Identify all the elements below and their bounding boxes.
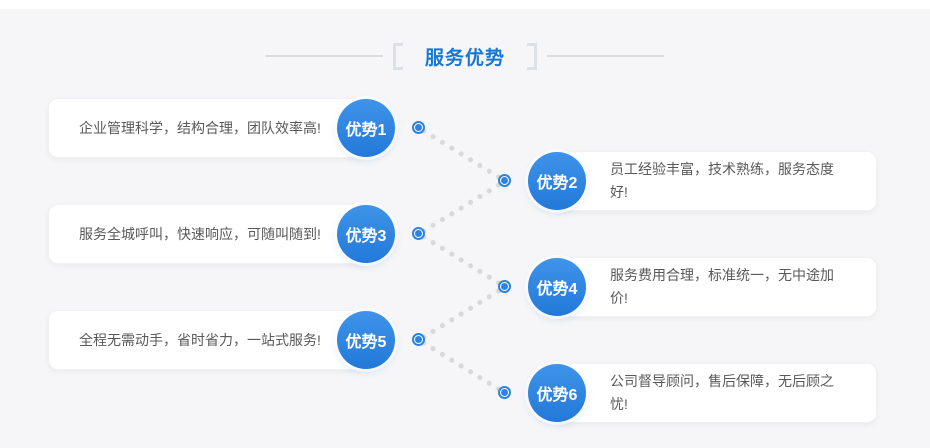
- advantage-text: 服务全城呼叫，快速响应，可随叫随到!: [79, 225, 321, 242]
- advantage-card-4: 服务费用合理，标准统一，无中途加价!: [555, 257, 877, 317]
- ring-dot-icon: [498, 386, 511, 399]
- advantage-text: 公司督导顾问，售后保障，无后顾之忧!: [610, 373, 834, 412]
- advantage-text: 全程无需动手，省时省力，一站式服务!: [79, 331, 321, 348]
- advantage-badge-5: 优势5: [337, 311, 395, 369]
- advantage-text: 员工经验丰富，技术熟练，服务态度好!: [610, 161, 834, 200]
- title-bracket-left-icon: [392, 42, 403, 70]
- section-title: 服务优势: [0, 40, 930, 72]
- ring-dot-icon: [412, 333, 425, 346]
- advantage-badge-4: 优势4: [528, 258, 586, 316]
- section-title-text: 服务优势: [424, 47, 505, 69]
- advantage-card-2: 员工经验丰富，技术熟练，服务态度好!: [555, 151, 877, 211]
- title-divider-line-left: [265, 55, 383, 57]
- title-divider-line-right: [547, 55, 664, 57]
- advantage-card-1: 企业管理科学，结构合理，团队效率高!: [48, 98, 368, 158]
- title-bracket-right-icon: [527, 42, 537, 70]
- advantage-badge-3: 优势3: [337, 205, 395, 263]
- advantage-badge-6: 优势6: [528, 364, 586, 422]
- ring-dot-icon: [412, 227, 425, 240]
- ring-dot-icon: [498, 174, 511, 187]
- advantage-badge-1: 优势1: [337, 99, 395, 157]
- advantage-text: 企业管理科学，结构合理，团队效率高!: [79, 119, 321, 136]
- ring-dot-icon: [498, 280, 511, 293]
- advantage-card-6: 公司督导顾问，售后保障，无后顾之忧!: [555, 363, 877, 423]
- advantage-card-5: 全程无需动手，省时省力，一站式服务!: [48, 310, 368, 370]
- advantage-card-3: 服务全城呼叫，快速响应，可随叫随到!: [48, 204, 368, 264]
- advantage-text: 服务费用合理，标准统一，无中途加价!: [610, 267, 834, 306]
- ring-dot-icon: [412, 121, 425, 134]
- advantage-badge-2: 优势2: [528, 152, 586, 210]
